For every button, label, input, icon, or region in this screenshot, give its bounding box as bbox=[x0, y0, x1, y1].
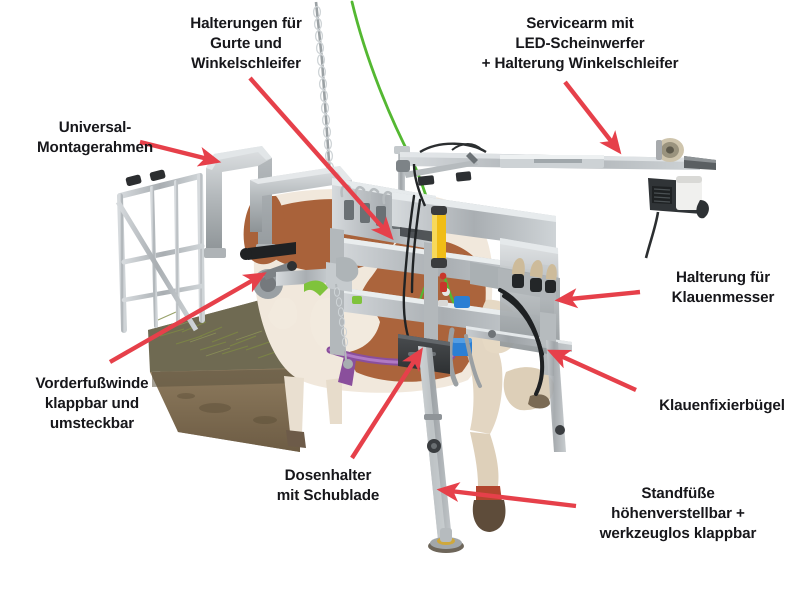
angle-grinder bbox=[644, 176, 709, 259]
hydraulic-hose bbox=[498, 288, 545, 396]
halterung-klauenmesser bbox=[498, 258, 557, 300]
green-accents bbox=[304, 280, 362, 304]
universal-montagerahmen bbox=[204, 146, 276, 258]
callout-label-dosenhalter: Dosenhalter mit Schublade bbox=[276, 467, 380, 505]
callout-label-standfuesse: Standfüße höhenverstellbar + werkzeuglos… bbox=[599, 485, 757, 543]
led-lamp bbox=[656, 138, 684, 162]
service-arm bbox=[394, 138, 716, 259]
callout-label-halterungen-gurte: Halterungen für Gurte und Winkelschleife… bbox=[190, 15, 302, 73]
callout-label-universal-montagerahmen: Universal- Montagerahmen bbox=[37, 119, 153, 157]
callout-label-servicearm: Servicearm mit LED-Scheinwerfer + Halter… bbox=[481, 15, 679, 73]
pen-railing-joints bbox=[125, 169, 166, 187]
klauenfixierbuegel bbox=[447, 312, 572, 388]
control-cables bbox=[402, 194, 422, 350]
yellow-actuator bbox=[412, 163, 447, 268]
callout-label-klauenfixierbuegel: Klauenfixierbügel bbox=[659, 397, 785, 414]
blue-parts bbox=[438, 272, 472, 356]
callout-label-vorderfusswinde: Vorderfußwinde klappbar und umsteckbar bbox=[35, 375, 149, 433]
vorderfusswinde bbox=[240, 242, 359, 369]
callout-label-halterung-klauenmesser: Halterung für Klauenmesser bbox=[671, 269, 775, 307]
pen-railing bbox=[115, 173, 205, 333]
